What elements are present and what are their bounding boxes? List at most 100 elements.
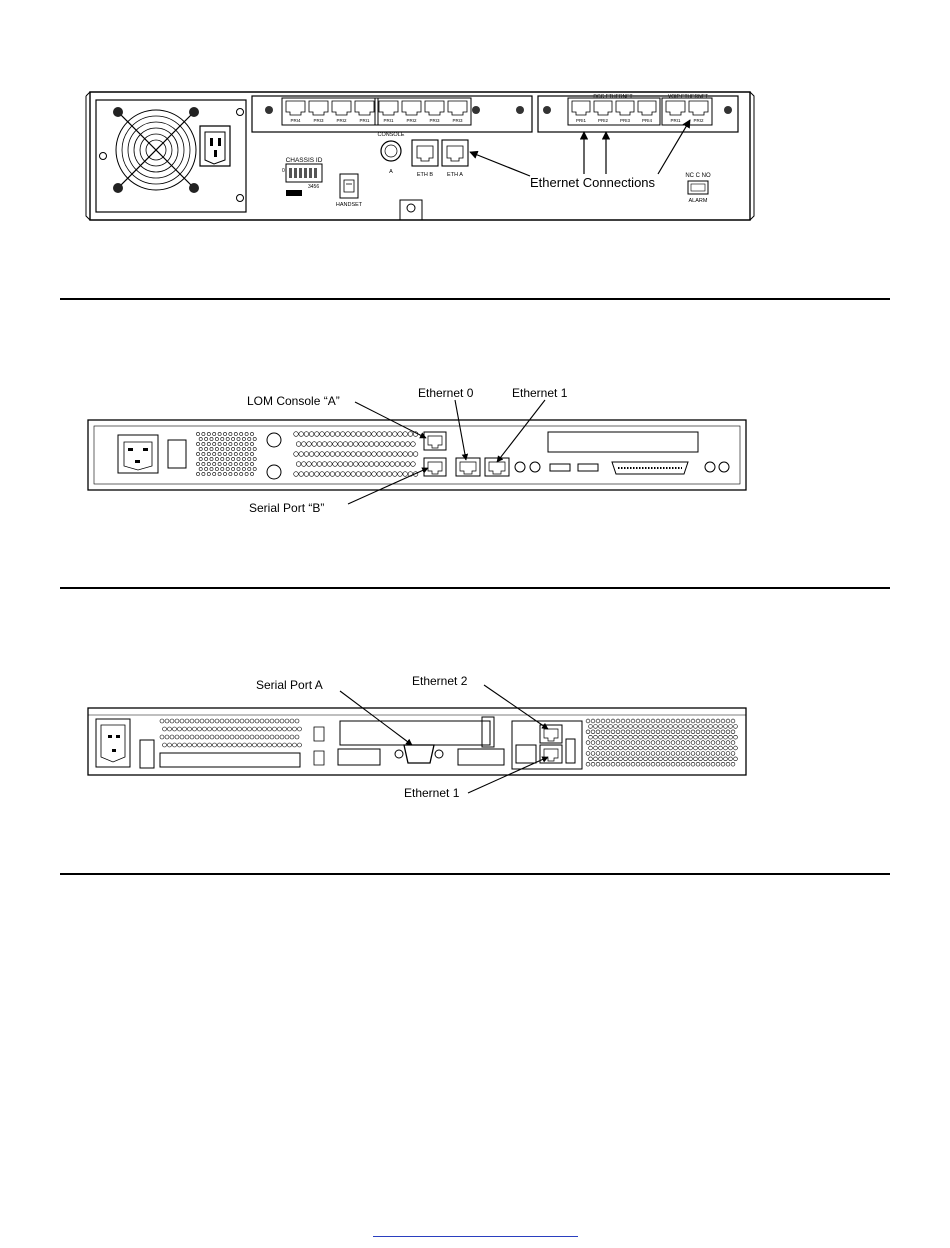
vent-hole	[676, 730, 680, 734]
usb-port[interactable]	[578, 464, 598, 471]
vent-hole	[646, 719, 650, 723]
usb-port[interactable]	[550, 464, 570, 471]
vent-hole	[626, 741, 630, 745]
usb-port[interactable]	[566, 739, 575, 763]
vent-hole	[709, 757, 713, 761]
vent-hole	[641, 719, 645, 723]
vent-hole	[729, 735, 733, 739]
rj45-port[interactable]	[402, 101, 421, 115]
vent-hole	[385, 462, 390, 467]
rj45-port[interactable]	[638, 101, 656, 115]
ethernet-0-port[interactable]	[456, 458, 480, 476]
rj45-port[interactable]	[425, 101, 444, 115]
rj45-port[interactable]	[332, 101, 351, 115]
serial-port-a[interactable]	[395, 745, 443, 763]
eth-b-port[interactable]	[412, 140, 438, 166]
vent-hole	[654, 725, 658, 729]
vent-hole	[330, 432, 335, 437]
rj45-port[interactable]	[689, 101, 708, 115]
eth-a-port[interactable]	[442, 140, 468, 166]
vent-hole	[243, 727, 247, 731]
ethernet-1-label: Ethernet 1	[512, 386, 568, 400]
chassis-id-dip-label: 3456	[308, 184, 319, 190]
vent-hole	[199, 447, 202, 450]
power-supply-latch[interactable]	[140, 740, 154, 768]
vent-hole	[302, 442, 307, 447]
vent-hole	[716, 762, 720, 766]
port-label: PRI2	[598, 118, 609, 123]
vent-hole	[719, 725, 723, 729]
rj45-port[interactable]	[594, 101, 612, 115]
serial-port-b[interactable]	[424, 458, 446, 476]
vent-hole	[599, 757, 603, 761]
vent-hole	[320, 432, 325, 437]
vent-hole	[160, 719, 164, 723]
vent-hole	[245, 442, 248, 445]
console-port-a[interactable]	[381, 141, 401, 161]
vent-hole	[218, 432, 221, 435]
vent-hole	[624, 757, 628, 761]
ethernet-1-port[interactable]	[485, 458, 509, 476]
vent-hole	[676, 752, 680, 756]
ethernet-1-port[interactable]	[540, 745, 562, 763]
rj45-port[interactable]	[355, 101, 374, 115]
screw-icon	[516, 106, 524, 114]
vent-hole	[671, 762, 675, 766]
parallel-port[interactable]	[338, 749, 380, 765]
vent-hole	[411, 442, 416, 447]
vent-hole	[213, 432, 216, 435]
handset-jack[interactable]	[340, 174, 358, 198]
rj45-port[interactable]	[666, 101, 685, 115]
vent-hole	[689, 746, 693, 750]
vent-hole	[202, 432, 205, 435]
vent-hole	[656, 741, 660, 745]
vent-hole	[237, 457, 240, 460]
rj45-port[interactable]	[572, 101, 590, 115]
rj45-port[interactable]	[616, 101, 634, 115]
vent-hole	[724, 757, 728, 761]
lom-console-a-port[interactable]	[424, 432, 446, 450]
vent-hole	[210, 735, 214, 739]
vent-hole	[320, 452, 325, 457]
power-switch[interactable]	[168, 440, 186, 468]
vent-hole	[676, 762, 680, 766]
ethernet-port[interactable]	[516, 745, 536, 763]
vent-hole	[609, 757, 613, 761]
video-port[interactable]	[458, 749, 504, 765]
vent-hole	[304, 472, 309, 477]
vent-hole	[229, 462, 232, 465]
vent-hole	[165, 719, 169, 723]
rj45-port[interactable]	[286, 101, 305, 115]
vent-hole	[686, 752, 690, 756]
vent-hole	[215, 457, 218, 460]
vent-hole	[609, 735, 613, 739]
rj45-port[interactable]	[448, 101, 467, 115]
vent-hole	[726, 741, 730, 745]
vent-hole	[393, 452, 398, 457]
vent-hole	[226, 447, 229, 450]
vent-hole	[223, 462, 226, 465]
vent-hole	[641, 730, 645, 734]
footer-link-underline[interactable]	[373, 1236, 578, 1237]
rj45-port[interactable]	[309, 101, 328, 115]
scsi-connector[interactable]	[612, 462, 688, 474]
vent-hole	[226, 457, 229, 460]
vent-hole	[382, 472, 387, 477]
screw-icon	[237, 195, 244, 202]
vent-hole	[175, 735, 179, 739]
section-divider	[60, 873, 890, 875]
rj45-port[interactable]	[379, 101, 398, 115]
vent-hole	[193, 727, 197, 731]
pci-slot	[160, 753, 300, 767]
vent-hole	[734, 757, 738, 761]
vent-hole	[382, 452, 387, 457]
ethernet-2-port[interactable]	[540, 725, 562, 743]
vent-hole	[351, 432, 356, 437]
vent-hole	[356, 472, 361, 477]
vent-hole	[719, 746, 723, 750]
vent-hole	[621, 752, 625, 756]
vent-hole	[205, 735, 209, 739]
vent-hole	[215, 437, 218, 440]
vent-hole	[220, 719, 224, 723]
port-label: PRI3	[452, 118, 463, 123]
